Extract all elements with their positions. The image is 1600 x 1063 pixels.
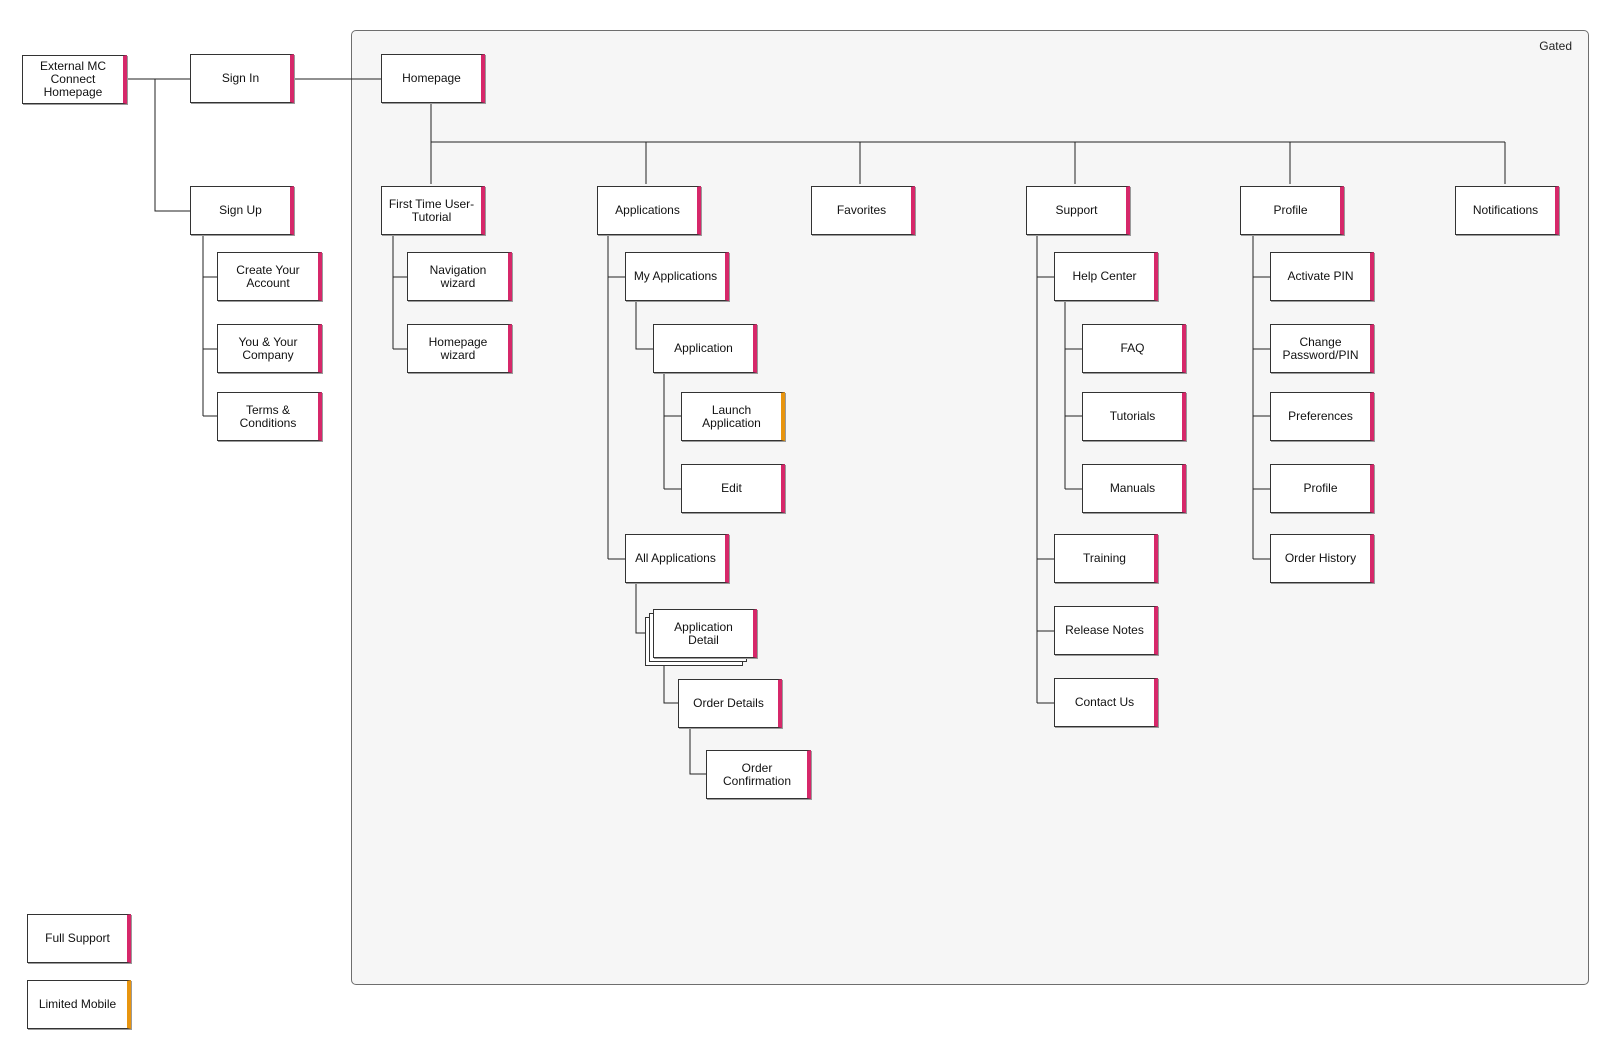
node-all-applications[interactable]: All Applications — [625, 534, 729, 583]
connector-helpcenter-children — [1064, 301, 1082, 490]
node-terms-and-conditions[interactable]: Terms & Conditions — [217, 392, 322, 441]
node-release-notes[interactable]: Release Notes — [1054, 606, 1158, 655]
connector-application-children — [663, 373, 681, 490]
node-help-center[interactable]: Help Center — [1054, 252, 1158, 301]
node-external-homepage[interactable]: External MC Connect Homepage — [22, 55, 127, 104]
node-profile[interactable]: Profile — [1240, 186, 1344, 235]
node-favorites[interactable]: Favorites — [811, 186, 915, 235]
legend-limited-mobile: Limited Mobile — [27, 980, 131, 1029]
node-profile-sub[interactable]: Profile — [1270, 464, 1374, 513]
node-first-time-tutorial[interactable]: First Time User- Tutorial — [381, 186, 485, 235]
node-you-and-your-company[interactable]: You & Your Company — [217, 324, 322, 373]
node-sign-up[interactable]: Sign Up — [190, 186, 294, 235]
node-faq[interactable]: FAQ — [1082, 324, 1186, 373]
legend-full-support: Full Support — [27, 914, 131, 963]
connector-external-signup — [154, 79, 190, 212]
node-notifications[interactable]: Notifications — [1455, 186, 1559, 235]
connector-homepage-bar — [430, 104, 1506, 184]
connector-detail-order — [663, 658, 678, 704]
node-create-your-account[interactable]: Create Your Account — [217, 252, 322, 301]
node-manuals[interactable]: Manuals — [1082, 464, 1186, 513]
connector-tutorial-children — [392, 235, 407, 350]
gated-label: Gated — [1539, 39, 1572, 53]
node-support[interactable]: Support — [1026, 186, 1130, 235]
node-order-confirmation[interactable]: Order Confirmation — [706, 750, 811, 799]
node-navigation-wizard[interactable]: Navigation wizard — [407, 252, 512, 301]
node-change-password-pin[interactable]: Change Password/PIN — [1270, 324, 1374, 373]
node-application[interactable]: Application — [653, 324, 757, 373]
node-tutorials[interactable]: Tutorials — [1082, 392, 1186, 441]
connector-support-children — [1036, 235, 1054, 704]
connector-applications-children — [607, 235, 625, 560]
connector-myapps-application — [635, 301, 653, 350]
node-contact-us[interactable]: Contact Us — [1054, 678, 1158, 727]
node-edit[interactable]: Edit — [681, 464, 785, 513]
node-activate-pin[interactable]: Activate PIN — [1270, 252, 1374, 301]
node-order-details[interactable]: Order Details — [678, 679, 782, 728]
connector-signup-children — [202, 235, 217, 417]
node-launch-application[interactable]: Launch Application — [681, 392, 785, 441]
node-applications[interactable]: Applications — [597, 186, 701, 235]
node-homepage[interactable]: Homepage — [381, 54, 485, 103]
node-order-history[interactable]: Order History — [1270, 534, 1374, 583]
node-preferences[interactable]: Preferences — [1270, 392, 1374, 441]
node-sign-in[interactable]: Sign In — [190, 54, 294, 103]
node-training[interactable]: Training — [1054, 534, 1158, 583]
connector-profile-children — [1252, 235, 1270, 560]
node-homepage-wizard[interactable]: Homepage wizard — [407, 324, 512, 373]
connector-order-confirmation — [689, 727, 706, 775]
node-my-applications[interactable]: My Applications — [625, 252, 729, 301]
gated-area: Gated — [351, 30, 1589, 985]
node-application-detail[interactable]: Application Detail — [653, 609, 757, 658]
